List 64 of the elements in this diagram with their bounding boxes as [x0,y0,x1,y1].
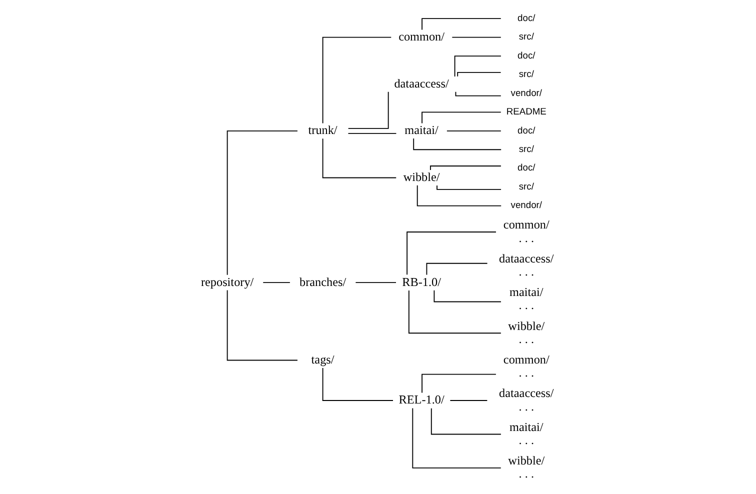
node-text: common/ [502,352,549,366]
node-label: . . . [518,298,534,312]
node-text: vendor/ [510,200,542,210]
node-text: common/ [398,29,444,44]
node-text: REL-1.0/ [398,392,444,407]
node-text: src/ [518,144,534,154]
connector [429,166,501,170]
connector [454,91,501,96]
node-text: doc/ [517,125,535,136]
node-text: branches/ [299,274,346,289]
connector [412,138,502,150]
node-label: . . . [518,466,534,481]
node-text: repository/ [200,274,254,289]
node-text: maitai/ [404,123,438,138]
connector [354,282,396,284]
connector [408,290,501,334]
node-label: . . . [518,332,534,346]
connector [446,130,501,132]
node-text: dataaccess/ [498,386,554,400]
node-text: dataaccess/ [498,251,554,266]
node-text: wibble/ [402,170,440,184]
node-text: README [506,106,546,117]
node-text: src/ [518,181,534,192]
node-text: doc/ [517,162,535,173]
node-text: src/ [518,32,534,42]
node-label: . . . [518,399,534,414]
connector [454,56,501,77]
connector [226,130,298,276]
node-text: src/ [518,69,534,80]
node-text: trunk/ [308,123,337,138]
connector [456,72,501,77]
node-label: . . . [518,366,534,380]
node-text: maitai/ [509,285,543,300]
connector [436,185,501,190]
connector [347,132,396,134]
node-text: wibble/ [508,318,544,333]
connector [451,36,501,38]
connector [226,290,298,361]
node-text: vendor/ [510,88,542,98]
node-text: maitai/ [509,420,543,434]
node-text: RB-1.0/ [402,274,440,289]
connector [322,36,392,124]
connector [412,408,501,468]
connector [322,138,396,178]
connector [449,400,488,401]
connector [347,91,388,129]
node-text: common/ [502,218,549,232]
node-text: doc/ [517,50,535,60]
connector [426,262,488,276]
connector [421,112,501,124]
node-label: . . . [518,230,534,245]
node-text: wibble/ [508,454,544,468]
connector [262,282,290,284]
node-text: tags/ [310,352,334,366]
node-text: dataaccess/ [394,76,448,90]
connector [406,232,496,276]
connector [430,408,501,435]
connector [322,368,393,401]
connector [421,374,496,394]
node-label: . . . [518,264,534,278]
connector [416,184,502,206]
node-text: doc/ [517,12,535,23]
connector [433,290,501,302]
node-label: . . . [518,432,534,447]
